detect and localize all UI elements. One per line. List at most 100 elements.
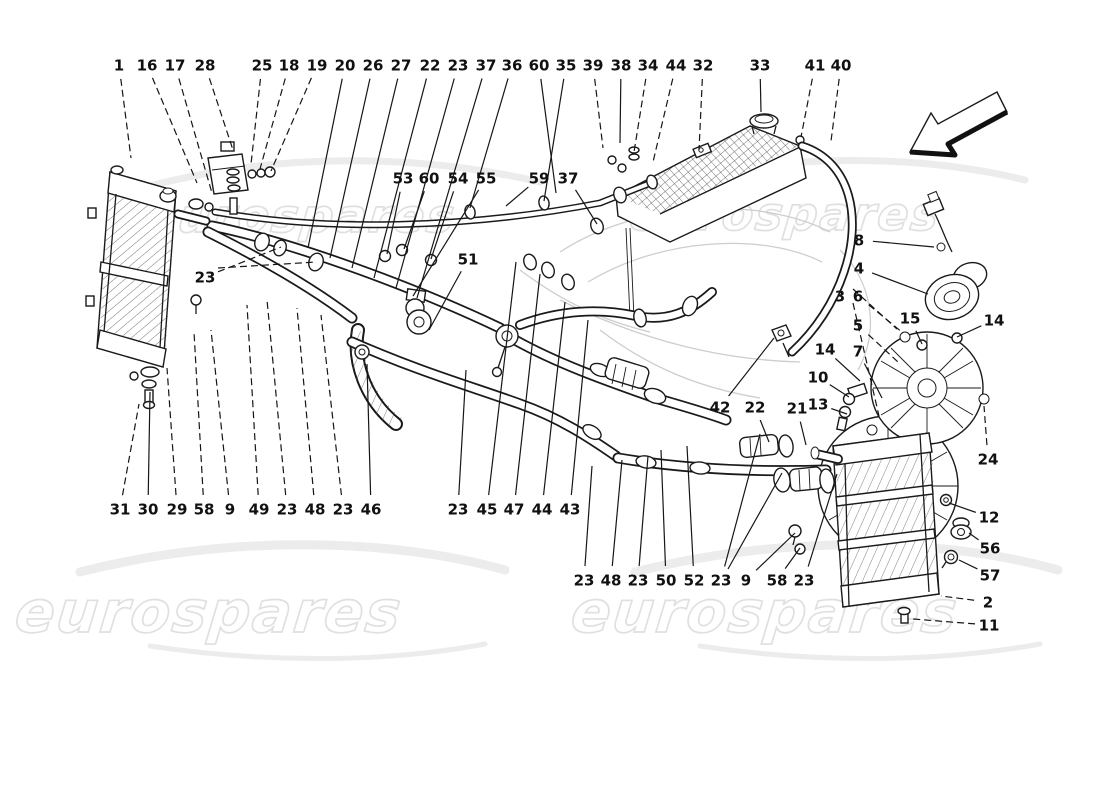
part-number-label: 23 (195, 269, 216, 287)
part-number-label: 43 (560, 501, 581, 519)
leader-line (759, 78, 762, 113)
leader-line (584, 465, 593, 567)
part-number-label: 23 (448, 57, 469, 75)
part-number-label: 27 (391, 57, 412, 75)
leader-line (852, 302, 880, 417)
leader-line (574, 189, 598, 225)
part-number-label: 60 (529, 57, 550, 75)
leader-line (250, 78, 262, 165)
part-number-label: 11 (979, 617, 1000, 635)
part-number-label: 6 (853, 288, 863, 306)
leader-line (540, 78, 557, 194)
part-number-label: 26 (363, 57, 384, 75)
part-number-label: 8 (854, 232, 864, 250)
leader-line (178, 78, 213, 194)
part-number-label: 40 (831, 57, 852, 75)
watermark-swoosh (697, 641, 1043, 662)
part-number-label: 59 (529, 170, 550, 188)
leader-line (542, 301, 566, 496)
part-number-label: 25 (252, 57, 273, 75)
leader-line (151, 77, 198, 184)
pipe-fittings (354, 174, 835, 555)
watermark-swoosh (146, 157, 544, 190)
leader-line (784, 547, 801, 569)
leader-line (834, 358, 861, 382)
leader-line (948, 502, 976, 513)
part-number-label: 32 (693, 57, 714, 75)
part-number-label: 58 (767, 572, 788, 590)
leader-line (915, 330, 923, 345)
leader-line (428, 270, 462, 331)
part-number-label: 28 (195, 57, 216, 75)
part-number-label: 14 (815, 341, 836, 359)
part-number-label: 46 (361, 501, 382, 519)
leader-line (307, 78, 343, 249)
watermark-text: eurospares (12, 578, 406, 646)
part-number-label: 37 (558, 170, 579, 188)
leader-line (403, 191, 425, 250)
leader-line (120, 78, 132, 159)
part-number-label: 37 (476, 57, 497, 75)
part-number-label: 4 (854, 260, 864, 278)
part-number-label: 20 (335, 57, 356, 75)
part-number-label: 52 (684, 572, 705, 590)
part-number-label: 44 (666, 57, 687, 75)
leader-line (983, 405, 988, 446)
leader-line (259, 78, 286, 170)
leader-line (830, 78, 840, 142)
part-number-label: 1 (114, 57, 124, 75)
part-number-label: 21 (787, 400, 808, 418)
part-number-label: 54 (448, 170, 469, 188)
leader-line (807, 473, 838, 567)
right-radiator (810, 432, 940, 624)
part-number-label: 47 (504, 501, 525, 519)
leader-line (458, 369, 467, 496)
watermark-layer: eurospares eurospares eurospares eurospa… (11, 157, 1063, 662)
leader-line (488, 261, 517, 496)
leader-line (217, 261, 317, 269)
leader-line (395, 78, 455, 289)
leader-line (831, 407, 848, 415)
part-number-label: 3 (835, 288, 845, 306)
leader-line (570, 319, 589, 496)
part-number-label: 23 (794, 572, 815, 590)
leader-line (366, 363, 372, 496)
coolant-pipes (202, 141, 857, 477)
part-number-label: 2 (983, 594, 993, 612)
leader-line (728, 337, 775, 397)
part-number-label: 15 (900, 310, 921, 328)
leader-line (217, 246, 282, 273)
part-number-label: 41 (805, 57, 826, 75)
leader-line (863, 363, 883, 399)
leader-line (829, 384, 850, 398)
part-number-label: 31 (110, 501, 131, 519)
part-number-label: 48 (601, 572, 622, 590)
leader-line (872, 240, 935, 248)
part-number-label: 23 (277, 501, 298, 519)
leader-line (329, 78, 371, 259)
leader-line (246, 304, 259, 496)
leader-line (351, 78, 399, 269)
part-number-label: 55 (476, 170, 497, 188)
watermark-swoosh (75, 540, 510, 577)
leader-line (660, 449, 667, 567)
leader-line (759, 419, 770, 443)
leader-line (594, 78, 604, 149)
leader-line (320, 314, 343, 496)
part-number-label: 33 (750, 57, 771, 75)
part-number-label: 19 (307, 57, 328, 75)
leader-line (724, 433, 761, 567)
left-radiator (85, 141, 324, 410)
part-number-label: 13 (808, 396, 829, 414)
part-number-label: 56 (980, 540, 1001, 558)
leader-line (652, 78, 674, 163)
part-number-label: 36 (502, 57, 523, 75)
part-number-label: 23 (711, 572, 732, 590)
part-number-label: 60 (419, 170, 440, 188)
direction-arrow-icon (908, 91, 1009, 158)
part-number-label: 34 (638, 57, 659, 75)
leader-line (266, 299, 287, 496)
